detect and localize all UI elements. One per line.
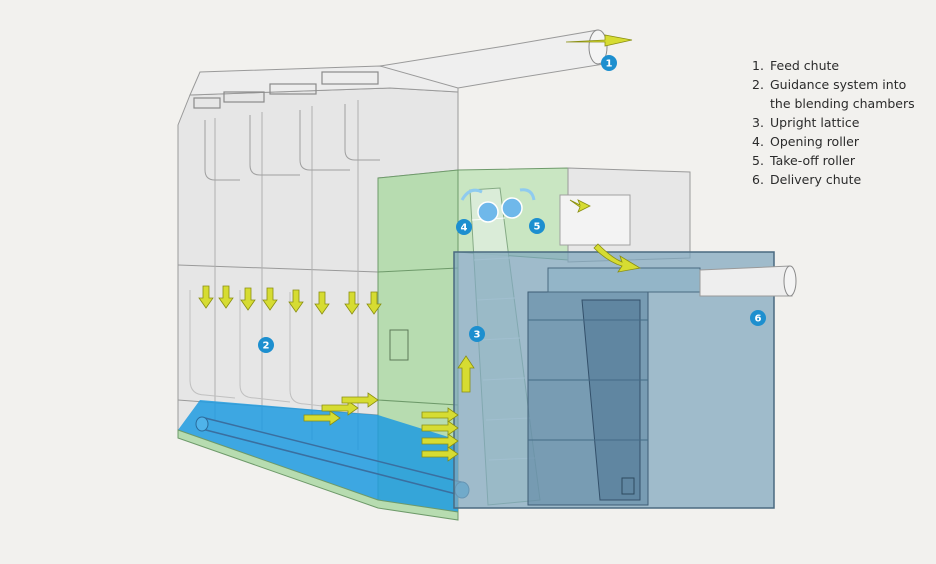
legend-item-feed-chute: 1. Feed chute bbox=[752, 56, 928, 75]
legend-item-number: 4. bbox=[752, 134, 764, 149]
legend-item-upright-lattice: 3. Upright lattice bbox=[752, 113, 928, 132]
blending-chamber-body bbox=[177, 65, 459, 501]
badge-3: 3 bbox=[469, 326, 485, 342]
legend-item-label: Opening roller bbox=[770, 134, 859, 149]
badge-6-label: 6 bbox=[755, 314, 762, 325]
legend-item-number: 3. bbox=[752, 115, 764, 130]
badge-1-label: 1 bbox=[606, 59, 613, 70]
legend-item-number: 5. bbox=[752, 153, 764, 168]
floor-belt bbox=[177, 400, 470, 521]
delivery-chute-box bbox=[453, 251, 797, 509]
legend-item-label: Delivery chute bbox=[770, 172, 862, 187]
opening-rollers bbox=[460, 188, 536, 223]
badge-4-label: 4 bbox=[461, 223, 468, 234]
legend-item-number: 6. bbox=[752, 172, 764, 187]
badge-4: 4 bbox=[456, 219, 472, 235]
legend-item-label: Take-off roller bbox=[770, 153, 855, 168]
legend-item-opening-roller: 4. Opening roller bbox=[752, 132, 928, 151]
legend-item-label: Guidance system into the blending chambe… bbox=[770, 77, 915, 111]
component-legend: 1. Feed chute 2. Guidance system into th… bbox=[752, 56, 928, 189]
legend-item-label: Feed chute bbox=[770, 58, 840, 73]
badge-2: 2 bbox=[258, 337, 274, 353]
flow-arrows bbox=[198, 199, 642, 462]
badge-2-label: 2 bbox=[263, 341, 270, 352]
legend-item-number: 2. bbox=[752, 77, 764, 92]
badge-1: 1 bbox=[601, 55, 617, 71]
legend-item-guidance-system: 2. Guidance system into the blending cha… bbox=[752, 75, 928, 113]
badge-3-label: 3 bbox=[474, 330, 481, 341]
legend-item-delivery-chute: 6. Delivery chute bbox=[752, 170, 928, 189]
badge-5: 5 bbox=[529, 218, 545, 234]
badge-5-label: 5 bbox=[534, 222, 541, 233]
legend-item-take-off-roller: 5. Take-off roller bbox=[752, 151, 928, 170]
badge-6: 6 bbox=[750, 310, 766, 326]
legend-item-label: Upright lattice bbox=[770, 115, 860, 130]
legend-item-number: 1. bbox=[752, 58, 764, 73]
